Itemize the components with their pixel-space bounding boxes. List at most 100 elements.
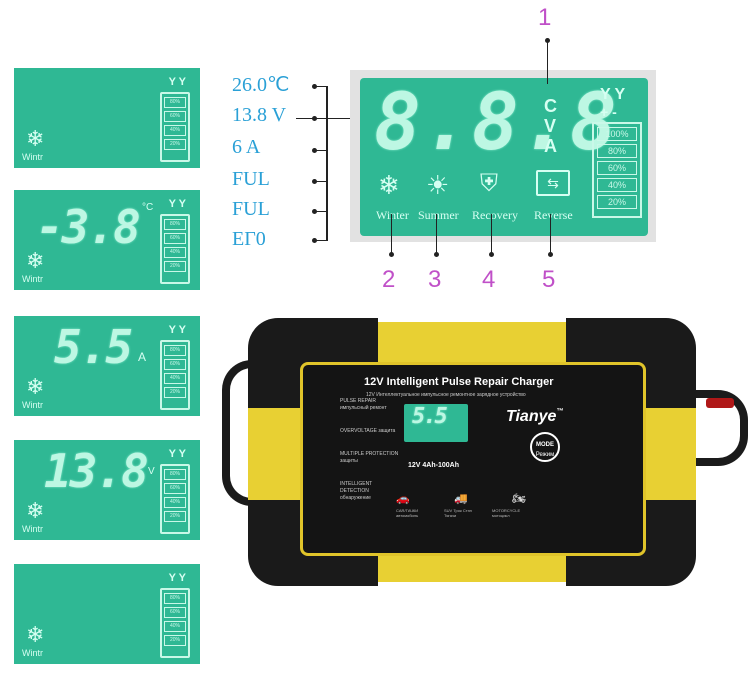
snowflake-icon: ❄ [26,622,45,647]
unit-a: A [544,136,557,156]
battery-level: 80% [164,345,186,356]
winter-label: Winter [376,208,409,222]
connector-line [316,150,328,151]
feature-item: MULTIPLE PROTECTION защиты [340,451,399,464]
lcd-panel-3: 5.5 A Y Y 80% 60% 40% 20% ❄ Wintr [14,316,200,416]
battery-gauge: 80% 60% 40% 20% [160,340,190,410]
battery-level: 40% [164,497,186,508]
vehicle-row: 🚗 🚚 🏍 [396,492,526,505]
battery-terminals: Y Y [600,86,626,103]
reading: -3.8 [36,200,141,254]
snowflake-icon: ❄ [26,126,45,151]
mode-label: Wintr [22,152,43,162]
connector-dot [312,84,317,89]
reverse-icon: ⇆ [536,170,570,196]
battery-level: 60% [164,233,186,244]
callout-4: 4 [482,266,496,293]
battery-level: 20% [164,635,186,646]
feature-item: INTELLIGENT DETECTION обнаружение [340,481,373,501]
connector-line [316,240,328,241]
battery-level: 80% [164,219,186,230]
battery-level: 60% [164,111,186,122]
battery-terminals: Y Y [168,198,186,210]
battery-level: 40% [164,247,186,258]
snowflake-icon: ❄ [26,498,45,523]
battery-level: 60% [164,607,186,618]
connector-line [296,118,366,119]
battery-gauge: 80% 60% 40% 20% [160,464,190,534]
battery-terminals: Y Y [168,324,186,336]
battery-level: 80% [164,97,186,108]
power-cable [222,360,262,506]
battery-level: 20% [164,261,186,272]
battery-gauge: 80% 60% 40% 20% [160,214,190,284]
callout-dot [489,252,494,257]
main-lcd: 8.8.8 C V A Y Y + - 100% 80% 60% 40% 20%… [360,78,648,236]
charger-subtitle: 12V Интеллектуальное импульсное ремонтно… [366,392,526,398]
summer-label: Summer [418,208,459,222]
battery-level: 40% [164,373,186,384]
battery-level: 40% [164,621,186,632]
vehicle-label: SUV Трок Стэп Тягачи [444,508,472,518]
car-icon: 🚗 [396,493,410,505]
mode-label: Wintr [22,400,43,410]
callout-dot [548,252,553,257]
battery-level: 20% [164,139,186,150]
full-label: FUL [232,198,270,220]
callout-line [550,214,551,254]
callout-5: 5 [542,266,556,293]
snowflake-icon: ❄ [26,374,45,399]
connector-line [326,86,328,241]
mode-button[interactable]: MODE Режим [530,432,560,462]
vehicle-labels: CAR/ТАЧКИ автомобиль SUV Трок Стэп Тягач… [396,508,532,518]
lcd-panel-2: -3.8 °C Y Y 80% 60% 40% 20% ❄ Wintr [14,190,200,290]
unit: A [138,350,147,364]
main-digits: 8.8.8 [374,78,619,168]
battery-level: 40% [597,178,637,192]
battery-level: 80% [597,144,637,158]
callout-3: 3 [428,266,442,293]
connector-dot [312,209,317,214]
callout-2: 2 [382,266,396,293]
snowflake-icon: ❄ [26,248,45,273]
battery-level: 100% [597,127,637,141]
connector-line [316,211,328,212]
charger-display-reading: 5.5 [412,404,448,429]
charger-title: 12V Intelligent Pulse Repair Charger [364,376,554,388]
feature-item: OVERVOLTAGE защита [340,428,396,434]
unit: °C [142,202,154,213]
battery-level: 20% [597,195,637,209]
mode-button-sublabel: Режим [535,452,555,458]
mode-label: Wintr [22,648,43,658]
battery-gauge: 80% 60% 40% 20% [160,92,190,162]
clamp-red [706,398,734,408]
connector-line [316,86,328,87]
brand-logo: Tianye™ [506,408,564,425]
reading: 5.5 [54,320,133,374]
charger-face [300,362,646,556]
mode-label: Wintr [22,524,43,534]
callout-line [391,214,392,254]
full-label: FUL [232,168,270,190]
unit-c: C [544,96,557,116]
battery-level: 80% [164,469,186,480]
charger-rating: 12V 4Ah-100Ah [408,462,459,469]
battery-level: 80% [164,593,186,604]
battery-gauge: 80% 60% 40% 20% [160,588,190,658]
connector-dot [312,148,317,153]
connector-dot [312,238,317,243]
current-label: 6 A [232,136,261,158]
sun-icon: ☀ [426,170,450,200]
battery-terminals: Y Y [168,572,186,584]
vehicle-label: CAR/ТАЧКИ автомобиль [396,508,419,518]
voltage-label: 13.8 V [232,104,287,126]
connector-line [316,181,328,182]
charger-display: 5.5 [404,404,468,442]
callout-dot [545,38,550,43]
output-cable [690,390,748,466]
recovery-shield-icon: ⛨ [480,170,498,197]
mode-label: Wintr [22,274,43,284]
truck-icon: 🚚 [454,493,468,505]
unit: V [148,466,155,477]
battery-gauge: 100% 80% 60% 40% 20% [592,122,642,218]
